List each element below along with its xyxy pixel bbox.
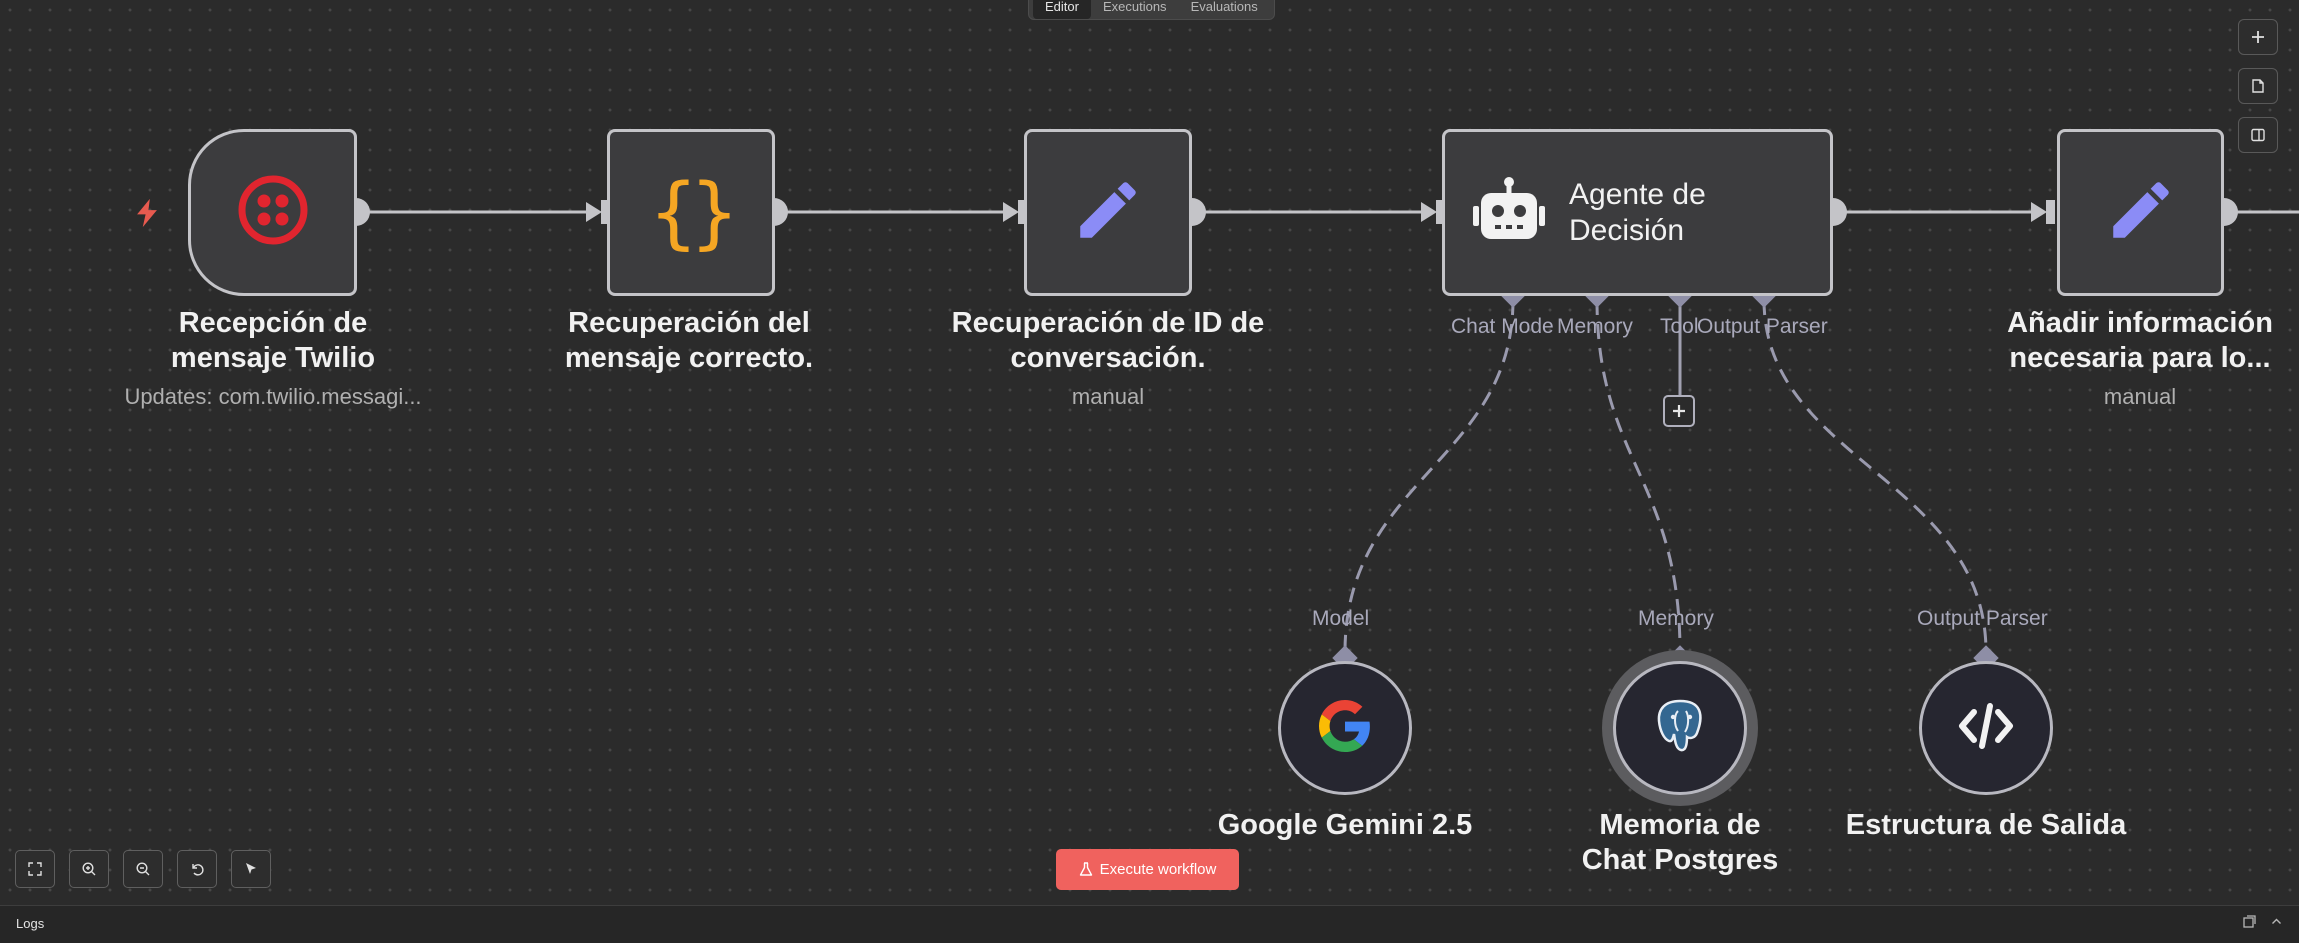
node-twilio-trigger[interactable] <box>188 129 357 296</box>
connection-agent-parser[interactable] <box>1762 299 1988 653</box>
execute-label: Execute workflow <box>1099 861 1217 878</box>
subnode-port-label-memory: Memory <box>1638 607 1714 630</box>
arrow-head <box>1421 202 1437 222</box>
canvas-controls <box>15 850 285 888</box>
node-label-id: Recuperación de ID de conversación. manu… <box>943 306 1273 414</box>
input-port[interactable] <box>2046 200 2055 224</box>
note-icon <box>2252 79 2264 93</box>
port-label-memory: Memory <box>1557 315 1633 338</box>
plus-icon <box>1673 405 1685 417</box>
plus-icon <box>2252 31 2264 43</box>
add-node-button[interactable] <box>2238 19 2278 55</box>
port-label-chat-model: Chat Model <box>1451 315 1555 338</box>
zoom-out-button[interactable] <box>123 850 163 888</box>
tab-editor[interactable]: Editor <box>1033 0 1091 19</box>
postgres-icon <box>1652 697 1708 760</box>
pencil-icon <box>1071 173 1145 252</box>
node-title: Añadir información necesaria para lo... <box>2007 307 2273 374</box>
popout-icon[interactable] <box>2243 915 2256 931</box>
zoom-in-icon <box>82 862 96 876</box>
fit-view-button[interactable] <box>15 850 55 888</box>
robot-icon <box>1473 176 1545 249</box>
subnode-port-label-output-parser: Output Parser <box>1917 607 2048 630</box>
logs-controls <box>2243 915 2283 931</box>
node-decision-agent[interactable]: Agente de Decisión <box>1442 129 1833 296</box>
port-label-output-parser: Output Parser <box>1697 315 1828 338</box>
trigger-bolt-icon <box>130 194 164 237</box>
right-toolbar <box>2238 19 2278 166</box>
logs-panel: Logs <box>0 905 2299 943</box>
input-ports <box>601 200 2055 224</box>
google-icon <box>1319 699 1371 757</box>
node-label-twilio: Recepción de mensaje Twilio Updates: com… <box>93 306 453 414</box>
add-tool-button[interactable] <box>1663 395 1695 427</box>
twilio-icon <box>237 174 309 251</box>
undo-button[interactable] <box>177 850 217 888</box>
connection-agent-gemini[interactable] <box>1343 299 1515 653</box>
braces-icon: {} <box>650 167 738 258</box>
tab-evaluations[interactable]: Evaluations <box>1190 0 1258 14</box>
flask-icon <box>1079 862 1092 876</box>
arrow-head <box>1003 202 1019 222</box>
toggle-panel-button[interactable] <box>2238 117 2278 153</box>
subnode-title: Estructura de Salida <box>1845 809 2127 841</box>
logs-toggle[interactable]: Logs <box>16 916 45 931</box>
code-brackets-icon <box>1958 702 2014 755</box>
panel-icon <box>2251 128 2265 142</box>
subnode-output-structure[interactable] <box>1919 661 2053 795</box>
subnode-postgres-memory[interactable] <box>1613 661 1747 795</box>
arrow-head <box>586 202 602 222</box>
node-title: Recepción de mensaje Twilio <box>170 307 376 374</box>
sticky-note-button[interactable] <box>2238 68 2278 104</box>
cursor-icon <box>246 863 256 874</box>
arrow-heads <box>586 202 2047 222</box>
execute-workflow-button[interactable]: Execute workflow <box>1056 849 1239 890</box>
node-title: Recuperación del mensaje correcto. <box>564 307 814 374</box>
select-tool-button[interactable] <box>231 850 271 888</box>
chevron-up-icon[interactable] <box>2270 915 2283 931</box>
connection-agent-memory[interactable] <box>1595 299 1682 653</box>
input-port[interactable] <box>1018 200 1027 224</box>
node-subtitle: Updates: com.twilio.messagi... <box>124 384 422 409</box>
pencil-icon <box>2104 173 2178 252</box>
workflow-canvas[interactable]: Editor Executions Evaluations Recepción … <box>0 0 2299 905</box>
subnode-label-memory: Memoria de Chat Postgres <box>1535 808 1825 878</box>
fit-view-icon <box>28 862 42 876</box>
subnode-title: Google Gemini 2.5 <box>1217 809 1473 841</box>
tab-executions[interactable]: Executions <box>1102 0 1167 14</box>
node-subtitle: manual <box>1071 384 1145 409</box>
port-label-tool: Tool <box>1660 315 1698 338</box>
sub-connections <box>1343 299 1988 653</box>
undo-icon <box>192 864 204 876</box>
input-port[interactable] <box>601 200 610 224</box>
node-subtitle: manual <box>2103 384 2177 409</box>
view-tabs: Editor Executions Evaluations <box>1028 0 1275 20</box>
node-title: Recuperación de ID de conversación. <box>951 307 1265 374</box>
node-code[interactable]: {} <box>607 129 775 296</box>
subnode-google-gemini[interactable] <box>1278 661 1412 795</box>
zoom-out-icon <box>136 862 150 876</box>
subnode-title: Memoria de Chat Postgres <box>1581 809 1779 876</box>
node-label-add: Añadir información necesaria para lo... … <box>1999 306 2281 414</box>
input-port[interactable] <box>1436 200 1445 224</box>
subnode-port-label-model: Model <box>1312 607 1370 630</box>
arrow-head <box>2031 202 2047 222</box>
node-add-info[interactable] <box>2057 129 2224 296</box>
zoom-in-button[interactable] <box>69 850 109 888</box>
subnode-label-parser: Estructura de Salida <box>1836 808 2136 843</box>
node-label-code: Recuperación del mensaje correcto. <box>549 306 829 376</box>
node-conversation-id[interactable] <box>1024 129 1192 296</box>
subnode-label-gemini: Google Gemini 2.5 <box>1200 808 1490 843</box>
agent-title: Agente de Decisión <box>1569 177 1706 247</box>
